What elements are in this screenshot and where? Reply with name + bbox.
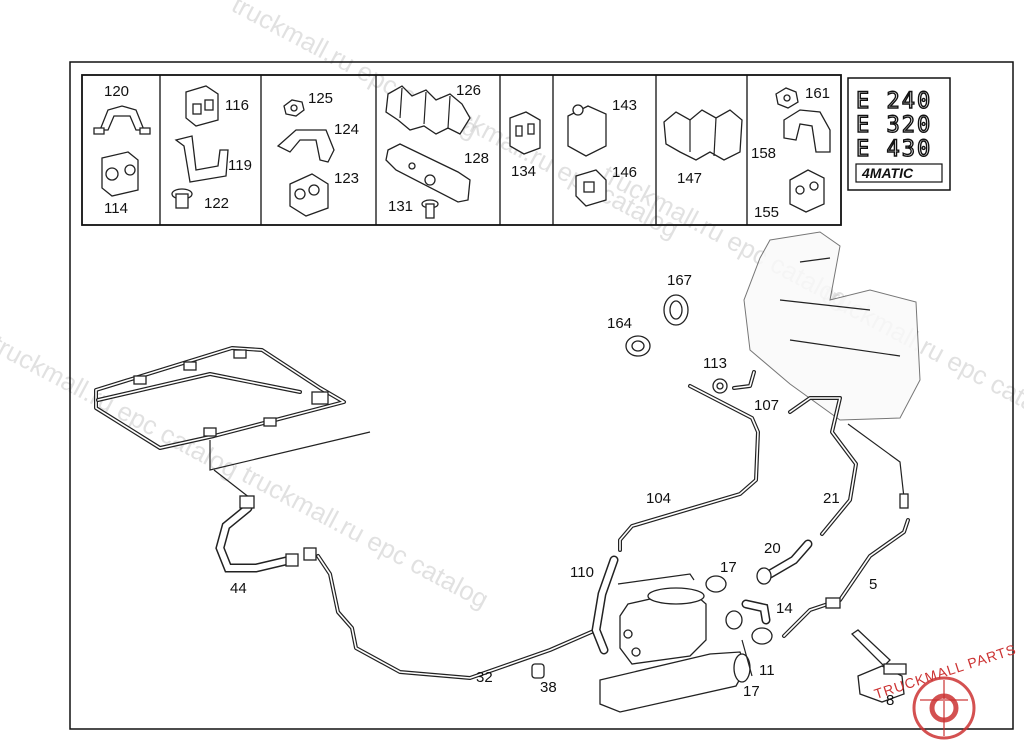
- part-122-screw: [171, 188, 193, 209]
- callout-147: 147: [677, 170, 702, 187]
- callout-32: 32: [476, 669, 493, 686]
- part-120-clip: [93, 105, 151, 135]
- part-44-hose: [215, 495, 317, 573]
- part-125-nut: [283, 99, 305, 117]
- fuel-filter-pump-assembly: [599, 573, 751, 713]
- part-32-fuel-line: [316, 554, 598, 680]
- part-38-sleeve: [531, 663, 545, 679]
- part-17-clamp: [705, 575, 727, 593]
- watermark-text: truckmall.ru epc catalog: [0, 329, 244, 484]
- part-167-seal-ring: [663, 294, 689, 326]
- callout-20: 20: [764, 540, 781, 557]
- callout-134: 134: [511, 163, 536, 180]
- badge-e240: E 240: [856, 89, 932, 114]
- callout-131: 131: [388, 198, 413, 215]
- part-147-multi-clip: [663, 109, 743, 161]
- badge-e320: E 320: [856, 113, 932, 138]
- fuel-line-frame-assembly: [94, 346, 371, 499]
- callout-5: 5: [869, 576, 877, 593]
- part-17-clamp: [725, 610, 753, 677]
- callout-113: 113: [703, 355, 727, 372]
- part-123-rubber-block: [289, 173, 329, 217]
- callout-17a: 17: [720, 559, 737, 576]
- callout-158: 158: [751, 145, 776, 162]
- part-113-clip: [712, 378, 728, 394]
- truckmall-logo: TRUCKMALL PARTS: [872, 641, 1018, 740]
- callout-124: 124: [334, 121, 359, 138]
- callout-labels: 120 114 116 119 122 125 124 123 126 128 …: [104, 82, 894, 709]
- part-128-mounting-rail: [385, 143, 471, 203]
- fuel-tank-outline: [743, 231, 921, 421]
- part-116-clip: [185, 85, 219, 127]
- callout-44: 44: [230, 580, 247, 597]
- part-131-screw: [421, 199, 439, 219]
- part-158-bracket: [783, 109, 831, 153]
- part-134-clip: [509, 111, 541, 155]
- callout-146: 146: [612, 164, 637, 181]
- model-badges: E 240 E 320 E 430 4MATIC: [847, 77, 951, 191]
- part-146-clip: [575, 169, 607, 207]
- callout-114: 114: [104, 200, 128, 217]
- part-161-nut: [775, 87, 799, 109]
- diagram-frame: [69, 61, 1014, 730]
- callout-155: 155: [754, 204, 779, 221]
- callout-125: 125: [308, 90, 333, 107]
- part-164-seal-ring: [625, 335, 651, 357]
- callout-123: 123: [334, 170, 359, 187]
- part-114-rubber-block: [101, 151, 139, 197]
- badge-e430: E 430: [856, 137, 932, 162]
- part-20-hose: [756, 539, 813, 585]
- part-14-hose: [741, 599, 771, 625]
- part-126-clip-strip: [385, 85, 471, 135]
- callout-143: 143: [612, 97, 637, 114]
- callout-110: 110: [570, 564, 594, 581]
- watermark-text: truckmall.ru epc catalog: [237, 459, 494, 614]
- part-11-clamp: [751, 627, 773, 645]
- part-110-hose: [591, 555, 619, 655]
- callout-120: 120: [104, 83, 129, 100]
- callout-14: 14: [776, 600, 793, 617]
- part-8-fuel-sender: [850, 629, 907, 703]
- callout-167: 167: [667, 272, 692, 289]
- callout-122: 122: [204, 195, 229, 212]
- callout-128: 128: [464, 150, 489, 167]
- callout-8: 8: [886, 692, 894, 709]
- part-119-bracket: [174, 135, 229, 183]
- callout-38: 38: [540, 679, 557, 696]
- callout-17b: 17: [743, 683, 760, 700]
- part-155-rubber-block: [789, 169, 825, 213]
- callout-104: 104: [646, 490, 671, 507]
- callout-107: 107: [754, 397, 779, 414]
- callout-11: 11: [759, 662, 775, 679]
- part-143-bracket: [567, 104, 607, 157]
- part-104-fuel-line: [618, 384, 760, 552]
- callout-119: 119: [228, 157, 252, 174]
- small-parts-strip: [81, 74, 842, 226]
- part-21-fuel-line: [788, 396, 858, 536]
- callout-164: 164: [607, 315, 632, 332]
- callout-116: 116: [225, 97, 249, 114]
- callout-161: 161: [805, 85, 830, 102]
- badge-4matic: 4MATIC: [861, 165, 914, 181]
- part-107-hose: [732, 370, 756, 390]
- callout-21: 21: [823, 490, 840, 507]
- callout-126: 126: [456, 82, 481, 99]
- part-124-bracket: [276, 129, 335, 163]
- part-5-fuel-line: [782, 423, 910, 638]
